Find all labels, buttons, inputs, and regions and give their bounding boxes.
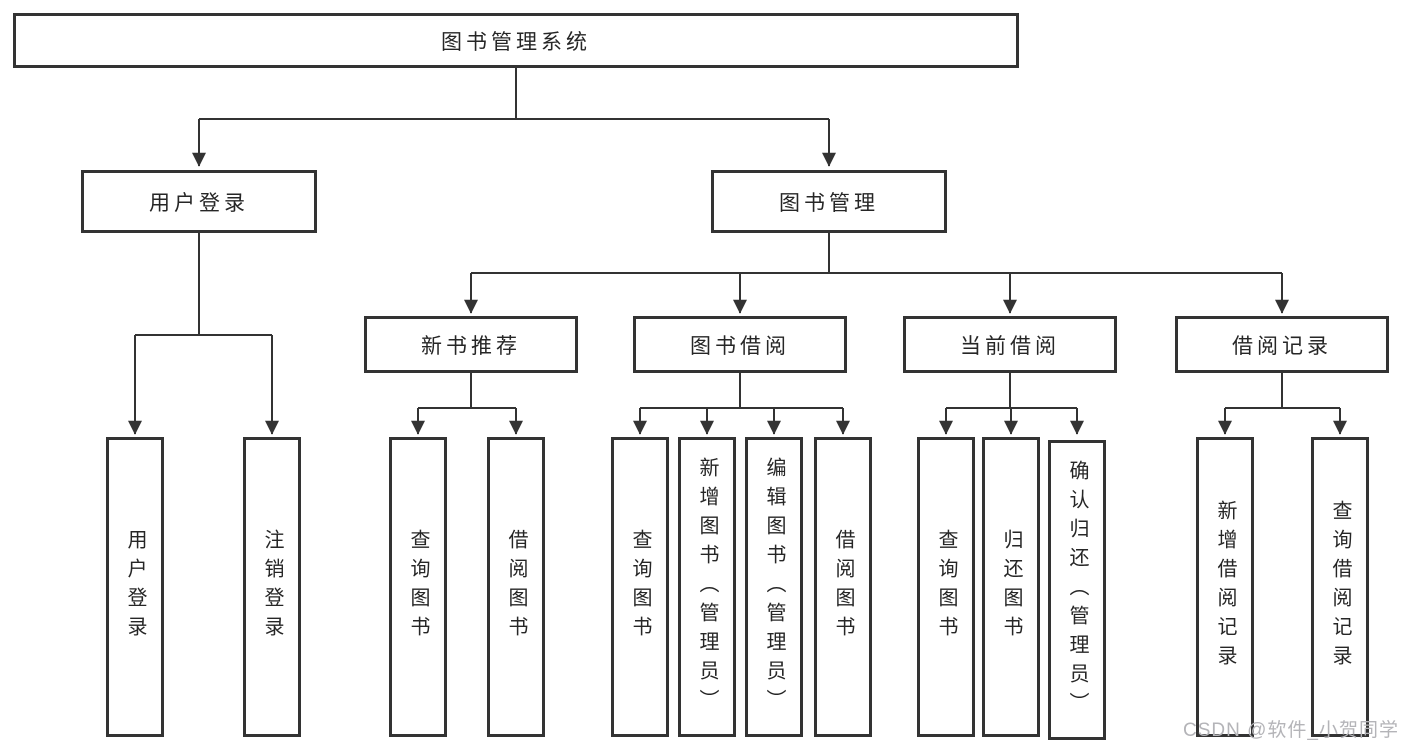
leaf-edit-book-label: 编辑图书（管理员） — [763, 456, 785, 718]
node-borrow-records: 借阅记录 — [1175, 316, 1389, 373]
leaf-query-record-label: 查询借阅记录 — [1329, 500, 1351, 674]
leaf-edit-book: 编辑图书（管理员） — [745, 437, 803, 737]
csdn-watermark: CSDN @软件_小贺同学 — [1183, 720, 1399, 741]
leaf-return-book-label: 归还图书 — [1000, 529, 1022, 645]
leaf-borrow-book-2-label: 借阅图书 — [832, 529, 854, 645]
leaf-user-login: 用户登录 — [106, 437, 164, 737]
node-new-book-rec: 新书推荐 — [364, 316, 578, 373]
node-root: 图书管理系统 — [13, 13, 1019, 68]
node-user-login-group: 用户登录 — [81, 170, 317, 233]
leaf-borrow-book-1-label: 借阅图书 — [505, 529, 527, 645]
leaf-add-book: 新增图书（管理员） — [678, 437, 736, 737]
leaf-query-book-3: 查询图书 — [917, 437, 975, 737]
leaf-return-book: 归还图书 — [982, 437, 1040, 737]
node-current-borrow: 当前借阅 — [903, 316, 1117, 373]
node-root-label: 图书管理系统 — [441, 30, 591, 54]
leaf-query-record: 查询借阅记录 — [1311, 437, 1369, 737]
node-book-mgmt: 图书管理 — [711, 170, 947, 233]
leaf-borrow-book-1: 借阅图书 — [487, 437, 545, 737]
node-borrow-records-label: 借阅记录 — [1232, 334, 1332, 358]
leaf-query-book-3-label: 查询图书 — [935, 529, 957, 645]
leaf-confirm-return-label: 确认归还（管理员） — [1066, 459, 1088, 721]
leaf-add-book-label: 新增图书（管理员） — [696, 456, 718, 718]
leaf-logout: 注销登录 — [243, 437, 301, 737]
node-current-borrow-label: 当前借阅 — [960, 334, 1060, 358]
leaf-query-book-1-label: 查询图书 — [407, 529, 429, 645]
leaf-add-record: 新增借阅记录 — [1196, 437, 1254, 737]
leaf-logout-label: 注销登录 — [261, 529, 283, 645]
node-book-mgmt-label: 图书管理 — [779, 191, 879, 215]
leaf-user-login-label: 用户登录 — [124, 529, 146, 645]
leaf-borrow-book-2: 借阅图书 — [814, 437, 872, 737]
leaf-query-book-2-label: 查询图书 — [629, 529, 651, 645]
leaf-add-record-label: 新增借阅记录 — [1214, 500, 1236, 674]
node-new-book-rec-label: 新书推荐 — [421, 334, 521, 358]
leaf-query-book-2: 查询图书 — [611, 437, 669, 737]
leaf-query-book-1: 查询图书 — [389, 437, 447, 737]
leaf-confirm-return: 确认归还（管理员） — [1048, 440, 1106, 740]
node-book-borrow-label: 图书借阅 — [690, 334, 790, 358]
node-book-borrow: 图书借阅 — [633, 316, 847, 373]
node-user-login-group-label: 用户登录 — [149, 191, 249, 215]
